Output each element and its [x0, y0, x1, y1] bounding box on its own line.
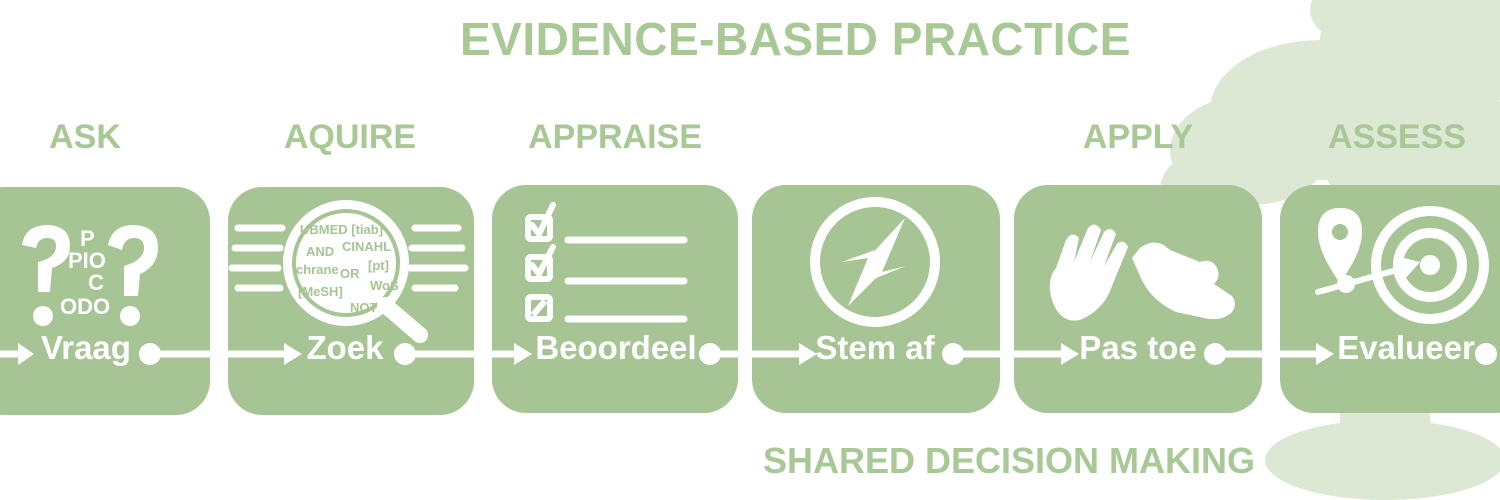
step-label-evalueer: Evalueer	[1337, 329, 1475, 366]
page-title: EVIDENCE-BASED PRACTICE	[460, 13, 1131, 65]
stage-heading-appraise: APPRAISE	[528, 118, 702, 156]
stage-heading-apply: APPLY	[1082, 118, 1194, 156]
step-label-stem-af: Stem af	[815, 329, 935, 366]
search-term: UBMED [tiab]	[300, 222, 384, 237]
pico-io-text: PIO	[68, 248, 106, 273]
card-stem-af	[752, 185, 1000, 413]
stage-heading-aquire: AQUIRE	[283, 118, 417, 156]
pico-c-text: C	[88, 270, 104, 295]
card-evalueer	[1280, 185, 1500, 413]
stage-heading-assess: ASSESS	[1328, 118, 1466, 156]
shared-decision-making-label: SHARED DECISION MAKING	[763, 440, 1256, 481]
step-label-zoek: Zoek	[306, 329, 384, 366]
card-beoordeel	[492, 185, 738, 413]
step-label-beoordeel: Beoordeel	[535, 329, 697, 366]
pico-odo-text: ODO	[60, 294, 111, 319]
stage-heading-ask: ASK	[49, 118, 121, 156]
step-label-pas-toe: Pas toe	[1079, 329, 1197, 366]
card-pas-toe	[1014, 185, 1262, 413]
search-term: [MeSH]	[298, 284, 343, 299]
step-label-vraag: Vraag	[41, 329, 131, 366]
search-term: [pt]	[368, 258, 389, 273]
search-term: chrane	[296, 262, 339, 277]
search-term: OR	[340, 266, 360, 281]
search-term: NOT	[350, 300, 378, 315]
pico-p-text: P	[80, 226, 95, 251]
search-term: AND	[306, 244, 335, 259]
search-term: CINAHL	[342, 239, 392, 254]
search-term: WoS	[370, 278, 399, 293]
